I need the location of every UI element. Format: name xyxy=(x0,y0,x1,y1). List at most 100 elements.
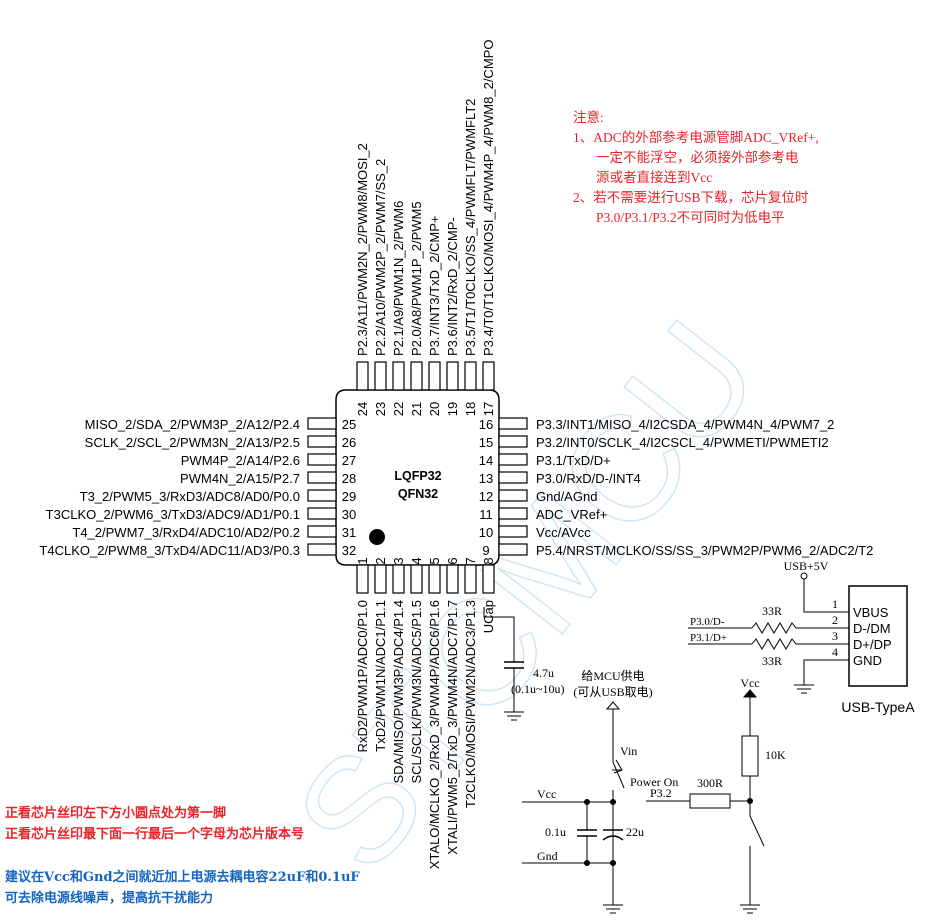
pin-9-label: P5.4/NRST/MCLKO/SS/SS_3/PWM2P/PWM6_2/ADC… xyxy=(536,543,873,558)
pin-16-box xyxy=(498,417,528,430)
power-supply-title: 给MCU供电 xyxy=(581,669,644,683)
pin-15-label: P3.2/INT0/SCLK_4/I2CSCL_4/PWMETI/PWMETI2 xyxy=(536,435,829,450)
pin-11-label: ADC_VRef+ xyxy=(536,507,607,522)
reset-vcc-label: Vcc xyxy=(740,676,759,690)
usb-circuit xyxy=(688,572,908,694)
pin-2-box xyxy=(374,564,387,594)
pin-13-box xyxy=(498,471,528,484)
pin-17-label: P3.4/T0/T1CLKO/MOSI_4/PWM4P_4/PWM8_2/CMP… xyxy=(481,40,496,356)
usb-pin-num-2: 2 xyxy=(832,613,838,627)
ucap-value: 4.7u xyxy=(533,666,554,680)
left-pins: 25MISO_2/SDA_2/PWM3P_2/A12/P2.426SCLK_2/… xyxy=(39,417,356,558)
pin-31-box xyxy=(307,525,337,538)
pin-27-number: 27 xyxy=(342,453,356,468)
usb-pin-name-gnd: GND xyxy=(853,653,882,668)
pin-1-number: 1 xyxy=(355,557,370,564)
power-circuit xyxy=(522,701,625,914)
power-switch-label: Power On xyxy=(630,775,678,789)
pullup-resistor xyxy=(741,735,759,777)
pin-4-box xyxy=(410,564,423,594)
pin-25-label: MISO_2/SDA_2/PWM3P_2/A12/P2.4 xyxy=(85,417,300,432)
pin-13-label: P3.0/RxD/D-/INT4 xyxy=(536,471,641,486)
pin-19-number: 19 xyxy=(445,402,460,416)
pin-4-number: 4 xyxy=(409,557,424,564)
pin-11-box xyxy=(498,507,528,520)
bottom-pins: 1RxD2/PWM1P/ADC0/P1.02TxD2/PWM1N/ADC1/P1… xyxy=(355,557,496,869)
pin-7-number: 7 xyxy=(463,557,478,564)
pin-4-label: SCL/SCLK/PWM3N/ADC5/P1.5 xyxy=(409,600,424,784)
usb-pin-num-1: 1 xyxy=(832,597,838,611)
pin-21-box xyxy=(410,361,423,391)
note-line-5: P3.0/P3.1/P3.2不可同时为低电平 xyxy=(596,210,785,225)
series-resistor xyxy=(689,793,731,809)
usb-connector-body xyxy=(848,585,908,687)
usb-resistor-top-value: 33R xyxy=(762,604,782,618)
pin-8-box xyxy=(482,564,495,594)
notes-title: 注意: xyxy=(573,109,604,125)
usb-vbus-label: USB+5V xyxy=(784,559,829,573)
pin-16-number: 16 xyxy=(479,417,493,432)
pin-9-box xyxy=(498,543,528,556)
pin-23-number: 23 xyxy=(373,402,388,416)
package-label-qfn: QFN32 xyxy=(398,487,438,501)
pin-24-number: 24 xyxy=(355,402,370,416)
pin-18-label: P3.5/T1/T0CLKO/SS_4/PWMFLT/PWMFLT2 xyxy=(463,99,478,356)
pin-3-box xyxy=(392,564,405,594)
usb-pin-name-dm: D-/DM xyxy=(853,621,891,636)
pin-29-box xyxy=(307,489,337,502)
pin-28-label: PWM4N_2/A15/P2.7 xyxy=(180,471,300,486)
pin-31-label: T4_2/PWM7_3/RxD4/ADC10/AD2/P0.2 xyxy=(72,525,300,540)
pin-17-number: 17 xyxy=(481,402,496,416)
pin-32-box xyxy=(307,543,337,556)
pin-1-box xyxy=(356,564,369,594)
pin-20-number: 20 xyxy=(427,402,442,416)
note-line-1: 1、ADC的外部参考电源管脚ADC_VRef+, xyxy=(573,129,819,145)
pin-26-box xyxy=(307,435,337,448)
pin-1-label: RxD2/PWM1P/ADC0/P1.0 xyxy=(355,600,370,752)
notes-block: 注意: 1、ADC的外部参考电源管脚ADC_VRef+, 一定不能浮空，必须接外… xyxy=(573,109,819,225)
pin-30-label: T3CLKO_2/PWM6_3/TxD3/ADC9/AD1/P0.1 xyxy=(46,507,300,522)
pin1-dot xyxy=(369,529,385,545)
pin-14-box xyxy=(498,453,528,466)
reset-series-value: 300R xyxy=(697,776,723,790)
pin-22-label: P2.1/A9/PWM1N_2/PWM6 xyxy=(391,201,406,356)
pin-10-label: Vcc/AVcc xyxy=(536,525,591,540)
ucap-circuit xyxy=(483,607,524,721)
pin-14-number: 14 xyxy=(479,453,493,468)
pin-14-label: P3.1/TxD/D+ xyxy=(536,453,611,468)
pin-18-number: 18 xyxy=(463,402,478,416)
pin-28-number: 28 xyxy=(342,471,356,486)
pin-22-box xyxy=(392,361,405,391)
pin-25-box xyxy=(307,417,337,430)
pin-16-label: P3.3/INT1/MISO_4/I2CSDA_4/PWM4N_4/PWM7_2 xyxy=(536,417,834,432)
pin-2-number: 2 xyxy=(373,557,388,564)
pin-21-number: 21 xyxy=(409,402,424,416)
pin-9-number: 9 xyxy=(482,543,489,558)
power-supply-sub: (可从USB取电) xyxy=(573,685,652,699)
footer-blue-line-1: 建议在Vcc和Gnd之间就近加上电源去耦电容22uF和0.1uF xyxy=(5,869,360,885)
pin-27-label: PWM4P_2/A14/P2.6 xyxy=(181,453,300,468)
pin-6-label: XTALI/PWM5_2/TxD_3/PWM4N/ADC7/P1.7 xyxy=(445,600,460,855)
footer-red-line-2: 正看芯片丝印最下面一行最后一个字母为芯片版本号 xyxy=(5,826,304,842)
pin-30-box xyxy=(307,507,337,520)
usb-pin-num-3: 3 xyxy=(832,629,838,643)
pin-23-box xyxy=(374,361,387,391)
pin-26-label: SCLK_2/SCL_2/PWM3N_2/A13/P2.5 xyxy=(85,435,300,450)
vin-arrow-symbol xyxy=(605,701,621,710)
pin-10-box xyxy=(498,525,528,538)
top-pins: 24P2.3/A11/PWM2N_2/PWM8/MOSI_223P2.2/A10… xyxy=(355,40,496,417)
usb-resistor-bottom-value: 33R xyxy=(762,654,782,668)
cap-large-value: 22u xyxy=(626,825,644,839)
note-line-4: 2、若不需要进行USB下载，芯片复位时 xyxy=(573,189,809,205)
pin-12-number: 12 xyxy=(479,489,493,504)
cap-small-value: 0.1u xyxy=(545,825,566,839)
usb-net-dplus: P3.1/D+ xyxy=(690,632,727,644)
usb-pin-name-vbus: VBUS xyxy=(853,605,889,620)
pin-7-box xyxy=(464,564,477,594)
package-label-lqfp: LQFP32 xyxy=(394,469,441,483)
pin-12-box xyxy=(498,489,528,502)
pin-22-number: 22 xyxy=(391,402,406,416)
pin-12-label: Gnd/AGnd xyxy=(536,489,597,504)
